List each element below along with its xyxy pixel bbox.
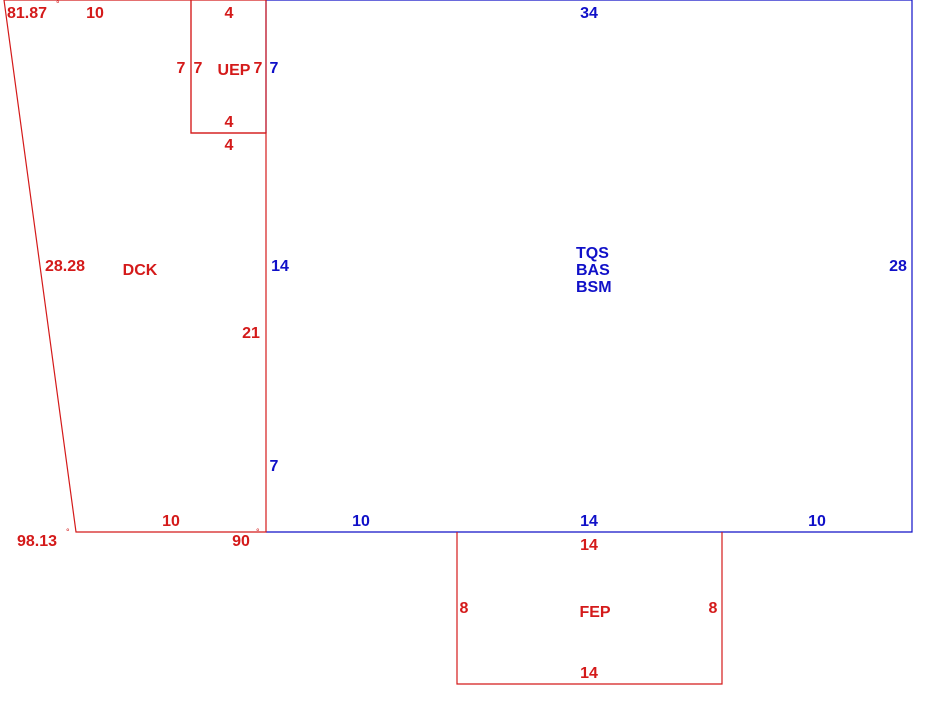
uep-outline (190, 0, 267, 134)
dck-dim-right: 21 (242, 325, 260, 342)
main-dim-left-upper: 7 (270, 60, 279, 77)
fep-dim-right: 8 (709, 600, 718, 617)
main-dim-bottom-middle: 14 (580, 513, 598, 530)
uep-dim-left-outer: 7 (177, 60, 186, 77)
dck-angle-bottom-left: 98.13 (17, 533, 57, 550)
uep-dim-bottom-inner: 4 (225, 114, 234, 131)
main-dim-left-middle: 14 (271, 258, 289, 275)
main-dim-left-lower: 7 (270, 458, 279, 475)
uep-dim-left-inner: 7 (194, 60, 203, 77)
uep-dim-right: 7 (254, 60, 263, 77)
main-dim-right: 28 (889, 258, 907, 275)
fep-dim-top: 14 (580, 537, 598, 554)
main-dim-top: 34 (580, 5, 598, 22)
dck-angle-bottom-right: 90 (232, 533, 250, 550)
fep-dim-bottom: 14 (580, 665, 598, 682)
main-code-3: BSM (576, 279, 612, 296)
uep-dim-bottom-outer: 4 (225, 137, 234, 154)
dck-dim-top: 10 (86, 5, 104, 22)
main-code-1: TQS (576, 245, 609, 262)
main-code-2: BAS (576, 262, 610, 279)
dck-name: DCK (123, 262, 158, 279)
fep-outline (456, 532, 723, 685)
fep-dim-left: 8 (460, 600, 469, 617)
dck-dim-slanted: 28.28 (45, 258, 85, 275)
dck-angle-bottom-left-degree: ° (66, 527, 70, 537)
dck-dim-bottom: 10 (162, 513, 180, 530)
dck-angle-bottom-right-degree: ° (256, 527, 260, 537)
main-structure-outline (266, 0, 913, 533)
main-dim-bottom-right: 10 (808, 513, 826, 530)
dck-angle-top-left-degree: ° (56, 0, 60, 9)
uep-dim-top: 4 (225, 5, 234, 22)
main-dim-bottom-left: 10 (352, 513, 370, 530)
fep-name: FEP (579, 604, 610, 621)
dck-angle-top-left: 81.87 (7, 5, 47, 22)
uep-name: UEP (218, 62, 251, 79)
